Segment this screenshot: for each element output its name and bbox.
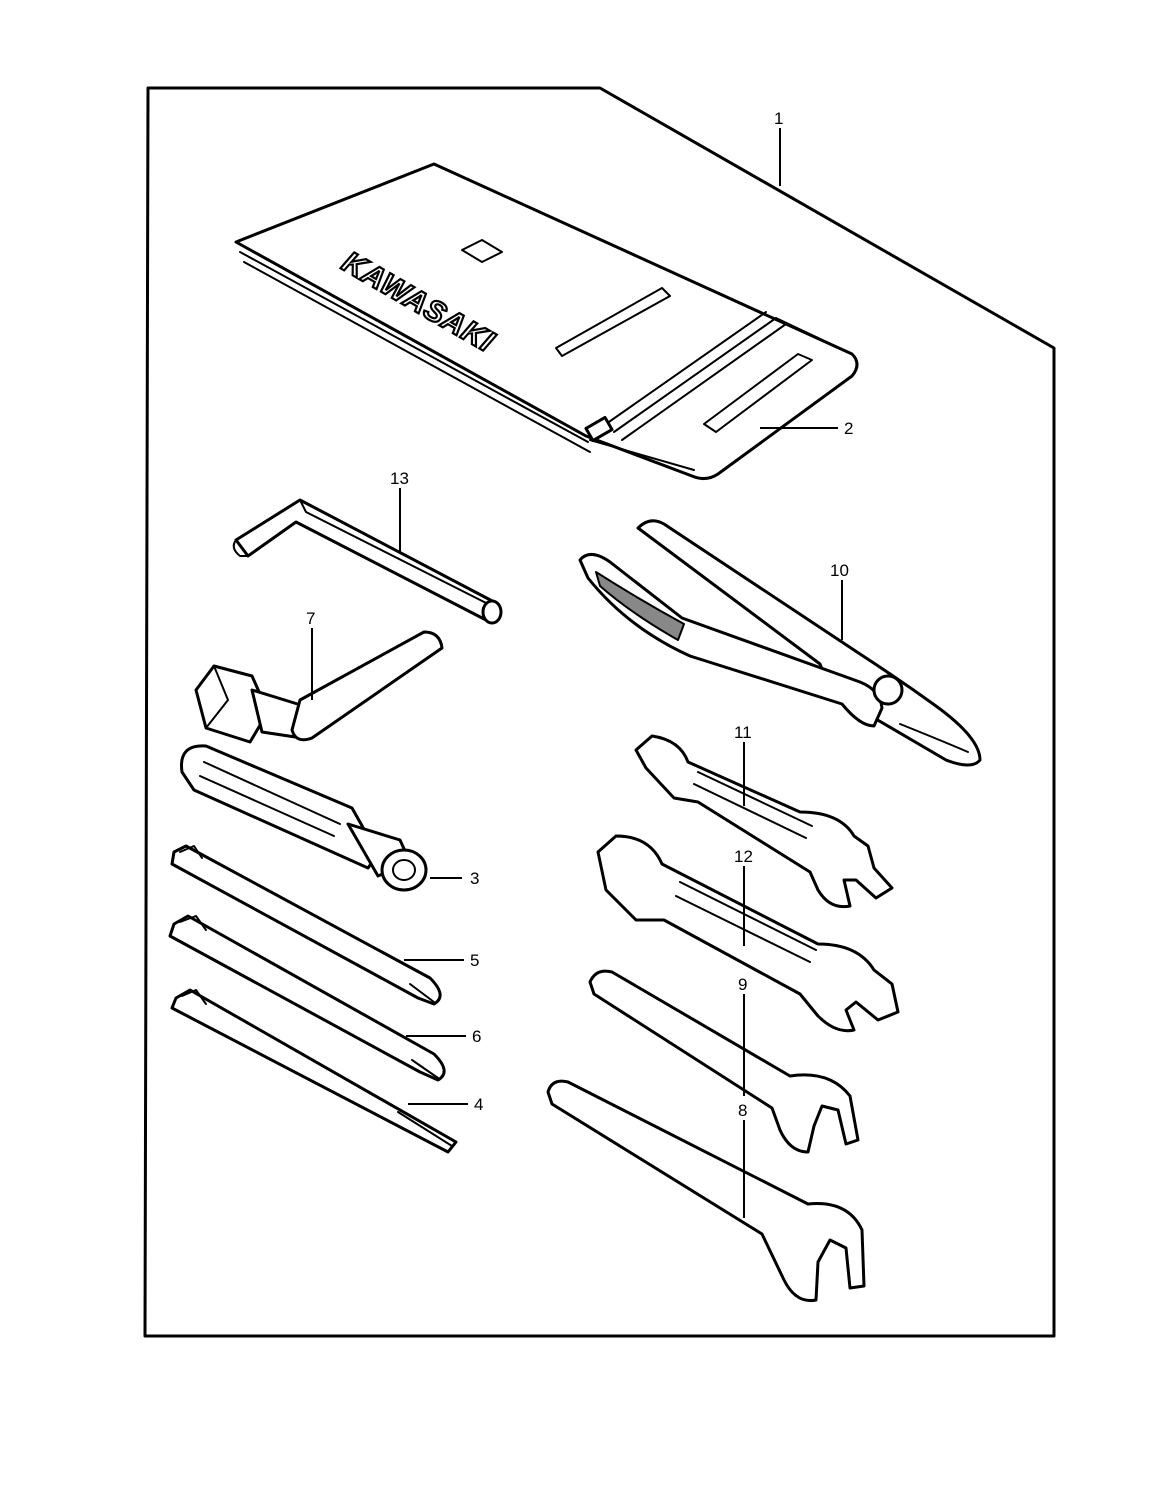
callout-11: 11 (734, 723, 752, 742)
callout-6: 6 (472, 1027, 481, 1046)
flat-bit-4 (170, 988, 458, 1154)
phillips-bit-5 (170, 844, 442, 1006)
phillips-bit-6 (168, 914, 446, 1082)
wrench-12 (596, 834, 900, 1033)
callout-8: 8 (738, 1101, 747, 1120)
leader-lines (311, 128, 843, 1218)
callout-12: 12 (734, 847, 753, 866)
spark-plug-wrench (194, 630, 444, 744)
kit-frame (143, 86, 1056, 1338)
callout-5: 5 (470, 951, 479, 970)
callout-13: 13 (390, 469, 409, 488)
callout-4: 4 (474, 1095, 483, 1114)
callout-7: 7 (306, 609, 315, 628)
pliers-grip-texture (595, 571, 685, 641)
pliers (578, 519, 982, 767)
hex-key (232, 498, 503, 625)
wrench-9 (588, 969, 860, 1154)
wrench-8 (546, 1079, 866, 1303)
callout-3: 3 (470, 869, 479, 888)
callout-1: 1 (774, 109, 783, 128)
screwdriver-handle (180, 744, 428, 892)
callout-labels: 1 2 3 4 5 6 7 8 9 10 11 12 13 (306, 109, 853, 1120)
callout-10: 10 (830, 561, 849, 580)
callout-2: 2 (844, 419, 853, 438)
tool-bag: KAWASAKI (234, 162, 859, 481)
wrench-11 (634, 734, 894, 909)
callout-9: 9 (738, 975, 747, 994)
